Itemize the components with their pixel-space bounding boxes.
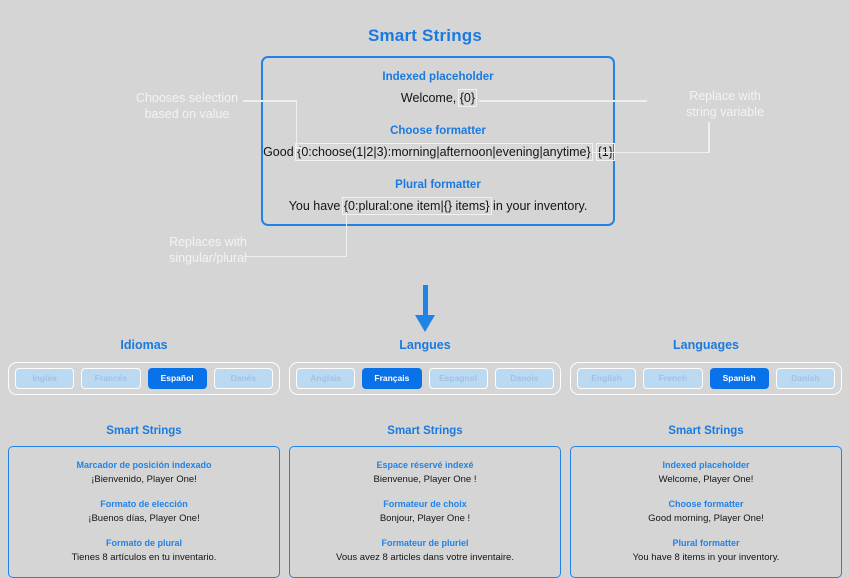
down-arrow-head [415, 315, 435, 332]
text-prefix: You have [288, 199, 344, 213]
connector-index1-horizontal [592, 151, 710, 153]
card-section-label: Choose formatter [668, 499, 744, 509]
card-section-indexed-placeholder: Marcador de posición indexado ¡Bienvenid… [15, 460, 273, 485]
annotation-line-1: Replace with [689, 89, 761, 103]
row-value-indexed-placeholder: Welcome, {0} [263, 89, 613, 107]
annotation-line-1: Chooses selection [135, 91, 239, 105]
down-arrow-shaft [423, 285, 428, 317]
card-section-indexed-placeholder: Indexed placeholder Welcome, Player One! [577, 460, 835, 485]
language-button-francais[interactable]: Français [362, 368, 422, 389]
column-spanish: Idiomas Inglés Francés Español Danés Sma… [8, 338, 280, 578]
language-button-anglais[interactable]: Anglais [296, 368, 356, 389]
annotation-line-2: singular/plural [169, 251, 247, 265]
card-section-value: Welcome, Player One! [658, 474, 754, 485]
text-suffix: in your inventory. [489, 199, 588, 213]
card-section-value: Bonjour, Player One ! [379, 513, 471, 524]
text-prefix: Good [263, 145, 298, 159]
connector-chooses-to-token [295, 147, 302, 149]
connector-index0-horizontal [479, 100, 647, 102]
connector-chooses-vertical [295, 100, 297, 148]
card-section-value: ¡Buenos días, Player One! [88, 513, 200, 524]
language-button-frances[interactable]: Francés [81, 368, 141, 389]
language-button-english[interactable]: English [577, 368, 637, 389]
card-section-label: Plural formatter [672, 538, 740, 548]
card-section-label: Marcador de posición indexado [76, 460, 212, 470]
token-plural: {0:plural:one item|{} items} [341, 197, 492, 215]
picker-title: Languages [673, 338, 739, 352]
row-value-choose-formatter: Good {0:choose(1|2|3):morning|afternoon|… [263, 143, 615, 161]
card-section-value: Vous avez 8 articles dans votre inventai… [336, 552, 514, 563]
card-section-choose-formatter: Formato de elección ¡Buenos días, Player… [15, 499, 273, 524]
card-section-value: Tienes 8 artículos en tu inventario. [71, 552, 217, 563]
picker-title: Langues [399, 338, 451, 352]
language-button-danish[interactable]: Danish [775, 368, 835, 389]
language-button-espanol[interactable]: Español [147, 368, 207, 389]
row-value-plural-formatter: You have {0:plural:one item|{} items} in… [263, 197, 613, 215]
language-picker[interactable]: English French Spanish Danish [570, 362, 842, 395]
connector-plural-horizontal [244, 255, 347, 257]
card-section-plural-formatter: Formato de plural Tienes 8 artículos en … [15, 538, 273, 563]
card-section-choose-formatter: Choose formatter Good morning, Player On… [577, 499, 835, 524]
language-button-spanish[interactable]: Spanish [709, 368, 769, 389]
connector-chooses-horizontal [243, 100, 297, 102]
connector-index1-vertical [708, 122, 710, 153]
card-section-label: Formateur de choix [383, 499, 467, 509]
card-section-choose-formatter: Formateur de choix Bonjour, Player One ! [296, 499, 554, 524]
card-section-value: You have 8 items in your inventory. [632, 552, 780, 563]
card-section-plural-formatter: Plural formatter You have 8 items in you… [577, 538, 835, 563]
result-card: Marcador de posición indexado ¡Bienvenid… [8, 446, 280, 578]
token-index-0: {0} [457, 89, 478, 107]
result-card-title: Smart Strings [106, 425, 182, 437]
annotation-replaces-singular-plural: Replaces with singular/plural [134, 234, 282, 266]
annotation-line-2: based on value [144, 107, 230, 121]
language-button-french[interactable]: French [643, 368, 703, 389]
language-picker[interactable]: Anglais Français Espagnol Danois [289, 362, 561, 395]
card-section-value: Good morning, Player One! [648, 513, 764, 524]
smart-strings-demo-box: Indexed placeholder Welcome, {0} Choose … [261, 56, 615, 226]
card-section-indexed-placeholder: Espace réservé indexé Bienvenue, Player … [296, 460, 554, 485]
token-choose: {0:choose(1|2|3):morning|afternoon|eveni… [295, 143, 593, 161]
row-label-plural-formatter: Plural formatter [395, 179, 481, 191]
annotation-replace-string-variable: Replace with string variable [650, 88, 800, 120]
annotation-line-2: string variable [686, 105, 764, 119]
card-section-label: Formato de plural [105, 538, 182, 548]
row-label-indexed-placeholder: Indexed placeholder [382, 71, 494, 83]
annotation-chooses-selection: Chooses selection based on value [104, 90, 270, 122]
text-prefix: Welcome, [400, 91, 460, 105]
picker-title: Idiomas [120, 338, 168, 352]
annotation-line-1: Replaces with [169, 235, 247, 249]
language-button-ingles[interactable]: Inglés [15, 368, 75, 389]
result-card: Indexed placeholder Welcome, Player One!… [570, 446, 842, 578]
card-section-label: Indexed placeholder [662, 460, 750, 470]
language-button-danes[interactable]: Danés [213, 368, 273, 389]
result-card: Espace réservé indexé Bienvenue, Player … [289, 446, 561, 578]
language-button-danois[interactable]: Danois [494, 368, 554, 389]
card-section-value: Bienvenue, Player One ! [373, 474, 477, 485]
language-button-espagnol[interactable]: Espagnol [428, 368, 488, 389]
page-title: Smart Strings [367, 26, 483, 45]
language-picker[interactable]: Inglés Francés Español Danés [8, 362, 280, 395]
connector-plural-vertical [345, 212, 347, 256]
card-section-value: ¡Bienvenido, Player One! [91, 474, 197, 485]
row-label-choose-formatter: Choose formatter [390, 125, 486, 137]
card-section-label: Formato de elección [100, 499, 188, 509]
column-french: Langues Anglais Français Espagnol Danois… [289, 338, 561, 578]
column-english: Languages English French Spanish Danish … [570, 338, 842, 578]
card-section-label: Formateur de pluriel [381, 538, 469, 548]
result-card-title: Smart Strings [668, 425, 744, 437]
card-section-plural-formatter: Formateur de pluriel Vous avez 8 article… [296, 538, 554, 563]
card-section-label: Espace réservé indexé [376, 460, 474, 470]
result-card-title: Smart Strings [387, 425, 463, 437]
